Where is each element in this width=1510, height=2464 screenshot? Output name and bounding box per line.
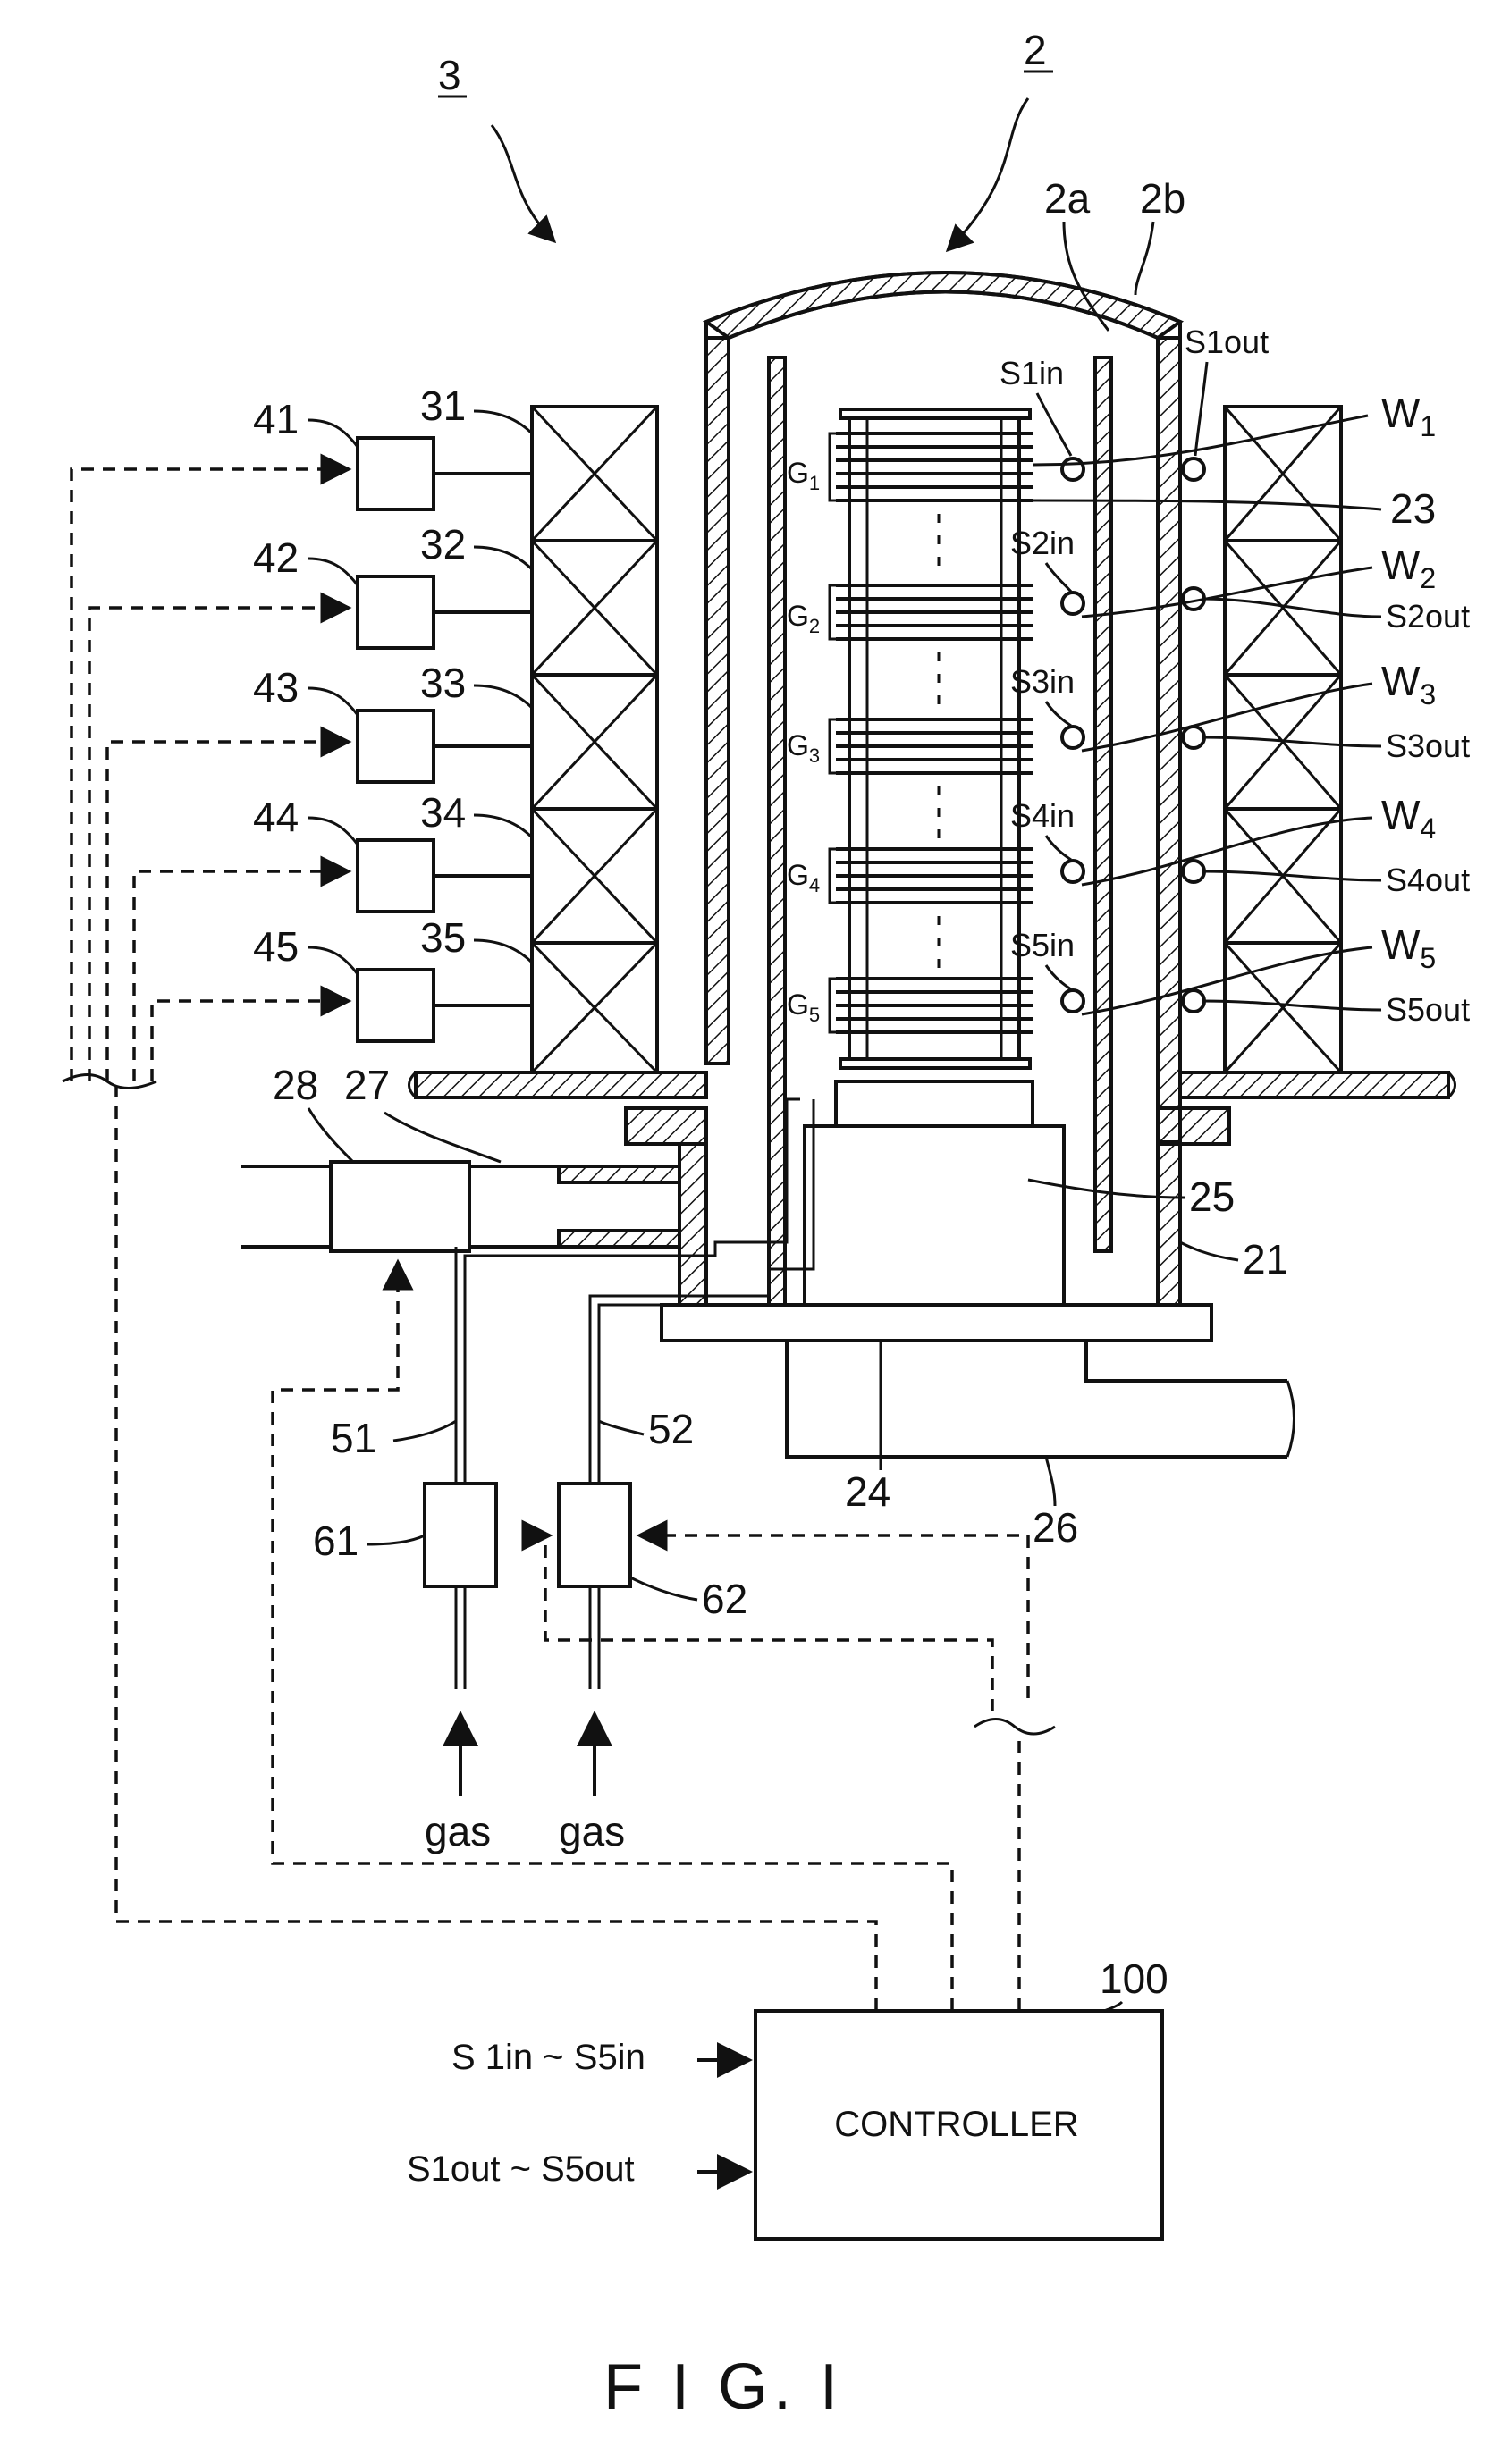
zone-label-w1: W1 xyxy=(1381,390,1436,442)
manifold-flange-right xyxy=(1158,1108,1229,1144)
ref-controller: 100 xyxy=(1100,1955,1168,2002)
ref-wafer-boat: 23 xyxy=(1390,485,1436,532)
base-plate-left xyxy=(416,1072,706,1097)
boat-elevator xyxy=(787,1341,1287,1457)
label-s2out: S2out xyxy=(1386,598,1470,635)
label-s3out: S3out xyxy=(1386,727,1470,764)
svg-text:W4: W4 xyxy=(1381,792,1436,845)
ref-power-43: 43 xyxy=(253,664,299,711)
zone-label-w4: W4 xyxy=(1381,792,1436,845)
label-s4in: S4in xyxy=(1010,797,1075,834)
label-s4out: S4out xyxy=(1386,862,1470,898)
manifold-left xyxy=(679,1144,706,1305)
ref-gas-line-2: 52 xyxy=(648,1406,694,1452)
flow-controller-1 xyxy=(425,1484,496,1586)
manifold-right xyxy=(1158,1144,1180,1314)
svg-text:G4: G4 xyxy=(787,859,820,896)
controller-input-outer: S1out ~ S5out xyxy=(407,2149,635,2189)
ref-heater-34: 34 xyxy=(420,789,466,836)
wafer-stack-3 xyxy=(836,719,1033,773)
group-label-4: G4 xyxy=(787,859,820,896)
ref-exhaust: 27 xyxy=(344,1062,390,1108)
controller-label: CONTROLLER xyxy=(834,2105,1078,2144)
wafer-stack-2 xyxy=(836,585,1033,639)
svg-text:G2: G2 xyxy=(787,600,820,637)
outer-tube-left-wall xyxy=(706,338,729,1064)
manifold-flange-left xyxy=(626,1108,706,1144)
zone-label-w3: W3 xyxy=(1381,658,1436,711)
ref-inner-tube: 2a xyxy=(1044,175,1091,222)
outer-sensors xyxy=(1183,458,1204,1012)
boat-top-plate xyxy=(840,409,1030,418)
svg-text:G1: G1 xyxy=(787,457,820,494)
ref-heater-assembly: 3 xyxy=(438,52,461,98)
ref-power-42: 42 xyxy=(253,534,299,581)
arrow-processing-apparatus xyxy=(948,98,1028,250)
ref-heater-33: 33 xyxy=(420,660,466,706)
label-s5out: S5out xyxy=(1386,991,1470,1028)
outer-tube-right-wall xyxy=(1158,338,1180,1142)
exhaust-pipe-top xyxy=(559,1166,679,1182)
ref-power-44: 44 xyxy=(253,794,299,840)
zone-label-w2: W2 xyxy=(1381,542,1436,594)
gas-line-1 xyxy=(456,1099,800,1484)
wafer-stack-4 xyxy=(836,849,1033,903)
label-s5in: S5in xyxy=(1010,927,1075,963)
label-s2in: S2in xyxy=(1010,525,1075,561)
label-s1in: S1in xyxy=(1000,355,1064,391)
label-s1out: S1out xyxy=(1185,324,1269,360)
ref-gas-line-1: 51 xyxy=(331,1415,376,1461)
ref-lid: 24 xyxy=(845,1468,890,1515)
ref-flow-1: 61 xyxy=(313,1518,359,1564)
power-control-lines xyxy=(63,469,349,1089)
ref-insulator: 25 xyxy=(1189,1173,1235,1220)
pressure-regulator xyxy=(331,1162,469,1251)
wafer-stack-1 xyxy=(836,433,1033,500)
outer-tube-dome xyxy=(706,273,1180,338)
gas-inlet-label-1: gas xyxy=(425,1808,491,1854)
svg-text:G5: G5 xyxy=(787,988,820,1026)
zone-label-w5: W5 xyxy=(1381,921,1436,974)
ref-heater-32: 32 xyxy=(420,521,466,568)
base-plate-right xyxy=(1180,1072,1448,1097)
left-heater-stack xyxy=(532,407,657,1072)
ref-flow-2: 62 xyxy=(702,1576,747,1622)
svg-text:W1: W1 xyxy=(1381,390,1436,442)
svg-text:G3: G3 xyxy=(787,729,820,767)
ref-processing-apparatus: 2 xyxy=(1024,27,1047,73)
lid xyxy=(662,1305,1211,1341)
gas-inlet-label-2: gas xyxy=(559,1808,625,1854)
inner-tube-left xyxy=(769,357,785,1305)
controller-input-inner: S 1in ~ S5in xyxy=(451,2038,645,2077)
inner-tube-right xyxy=(1095,357,1111,1251)
ref-power-45: 45 xyxy=(253,923,299,970)
ref-manifold: 21 xyxy=(1243,1236,1288,1282)
group-braces xyxy=(830,433,836,1032)
ref-heater-31: 31 xyxy=(420,383,466,429)
arrow-heater-assembly xyxy=(492,125,554,241)
svg-text:W2: W2 xyxy=(1381,542,1436,594)
figure-caption: F I G. I xyxy=(603,2351,843,2423)
ref-heater-35: 35 xyxy=(420,914,466,961)
ref-outer-tube: 2b xyxy=(1140,175,1185,222)
label-s3in: S3in xyxy=(1010,663,1075,700)
svg-text:W3: W3 xyxy=(1381,658,1436,711)
leader-outer-tube xyxy=(1135,222,1153,295)
group-label-2: G2 xyxy=(787,600,820,637)
ref-pressure-regulator: 28 xyxy=(273,1062,318,1108)
group-label-5: G5 xyxy=(787,988,820,1026)
wafer-stack-5 xyxy=(836,979,1033,1032)
ref-elevator: 26 xyxy=(1033,1504,1078,1551)
group-label-1: G1 xyxy=(787,457,820,494)
svg-text:W5: W5 xyxy=(1381,921,1436,974)
exhaust-pipe-bottom xyxy=(559,1231,679,1247)
insulator-top xyxy=(836,1081,1033,1126)
boat-bottom-plate xyxy=(840,1059,1030,1068)
group-label-3: G3 xyxy=(787,729,820,767)
ref-power-41: 41 xyxy=(253,396,299,442)
flow-controller-2 xyxy=(559,1484,630,1586)
heat-insulator xyxy=(805,1126,1064,1332)
